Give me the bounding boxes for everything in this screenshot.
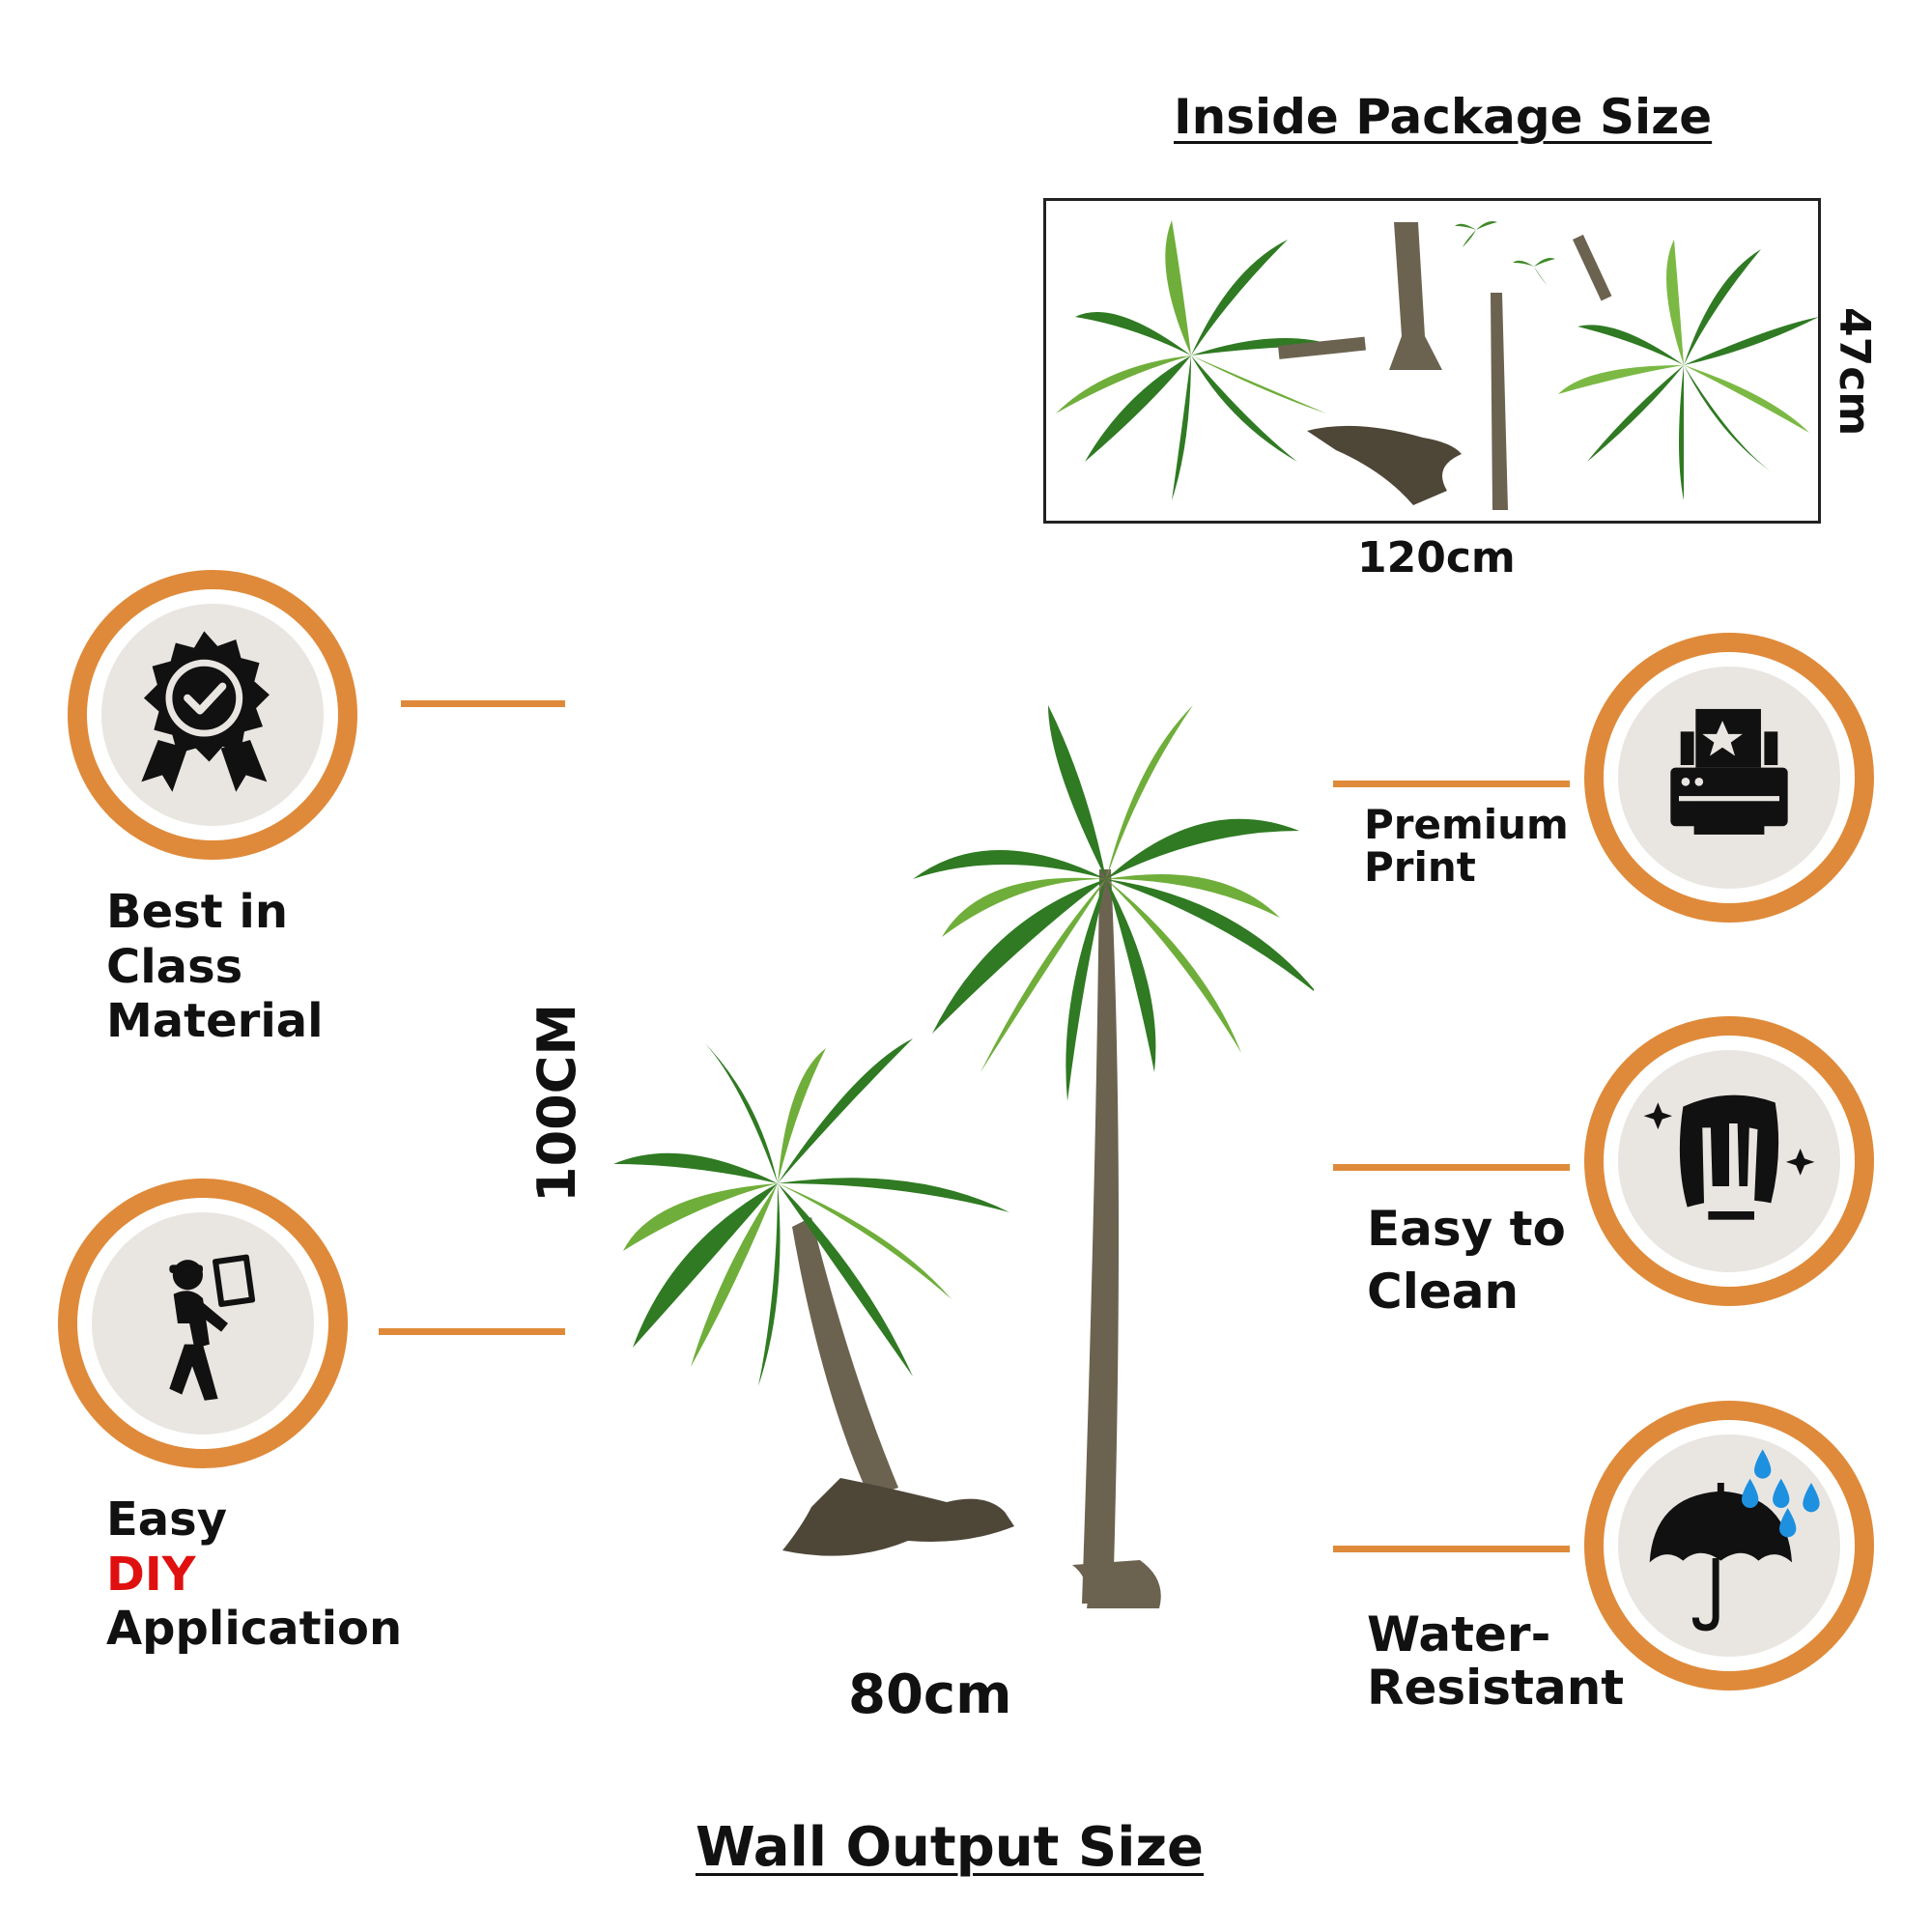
easy-diy-badge bbox=[58, 1179, 348, 1468]
package-title: Inside Package Size bbox=[1174, 89, 1713, 145]
palm-trees-image bbox=[613, 705, 1319, 1608]
package-height-label: 47cm bbox=[1830, 307, 1879, 437]
best-material-badge bbox=[68, 570, 357, 860]
hand-cloth-icon bbox=[1643, 1094, 1815, 1220]
printer-icon bbox=[1670, 708, 1788, 835]
palm-sticker-sheet-image bbox=[1056, 220, 1818, 510]
wall-height-label: 100CM bbox=[526, 1003, 587, 1203]
wall-width-label: 80cm bbox=[848, 1663, 1012, 1726]
premium-print-label: Premium Print bbox=[1364, 801, 1569, 892]
best-material-label: Best in Class Material bbox=[106, 885, 324, 1049]
wall-title: Wall Output Size bbox=[696, 1816, 1205, 1879]
package-width-label: 120cm bbox=[1357, 533, 1516, 582]
person-carrying-icon bbox=[169, 1254, 256, 1401]
easy-clean-badge bbox=[1584, 1016, 1874, 1306]
wall-output-preview bbox=[560, 696, 1319, 1623]
premium-print-connector bbox=[1333, 781, 1570, 787]
best-material-connector bbox=[401, 700, 565, 707]
easy-diy-connector bbox=[379, 1328, 565, 1335]
easy-clean-connector bbox=[1333, 1164, 1570, 1171]
water-resistant-label: Water- Resistant bbox=[1367, 1606, 1625, 1716]
premium-print-badge bbox=[1584, 633, 1874, 923]
water-resistant-badge bbox=[1584, 1401, 1874, 1690]
easy-clean-label: Easy to Clean bbox=[1367, 1201, 1566, 1320]
award-badge-icon bbox=[141, 631, 270, 792]
water-resistant-connector bbox=[1333, 1546, 1570, 1552]
umbrella-rain-icon bbox=[1649, 1449, 1820, 1632]
easy-diy-label: Easy DIY Application bbox=[106, 1492, 403, 1657]
package-preview bbox=[1043, 198, 1821, 524]
